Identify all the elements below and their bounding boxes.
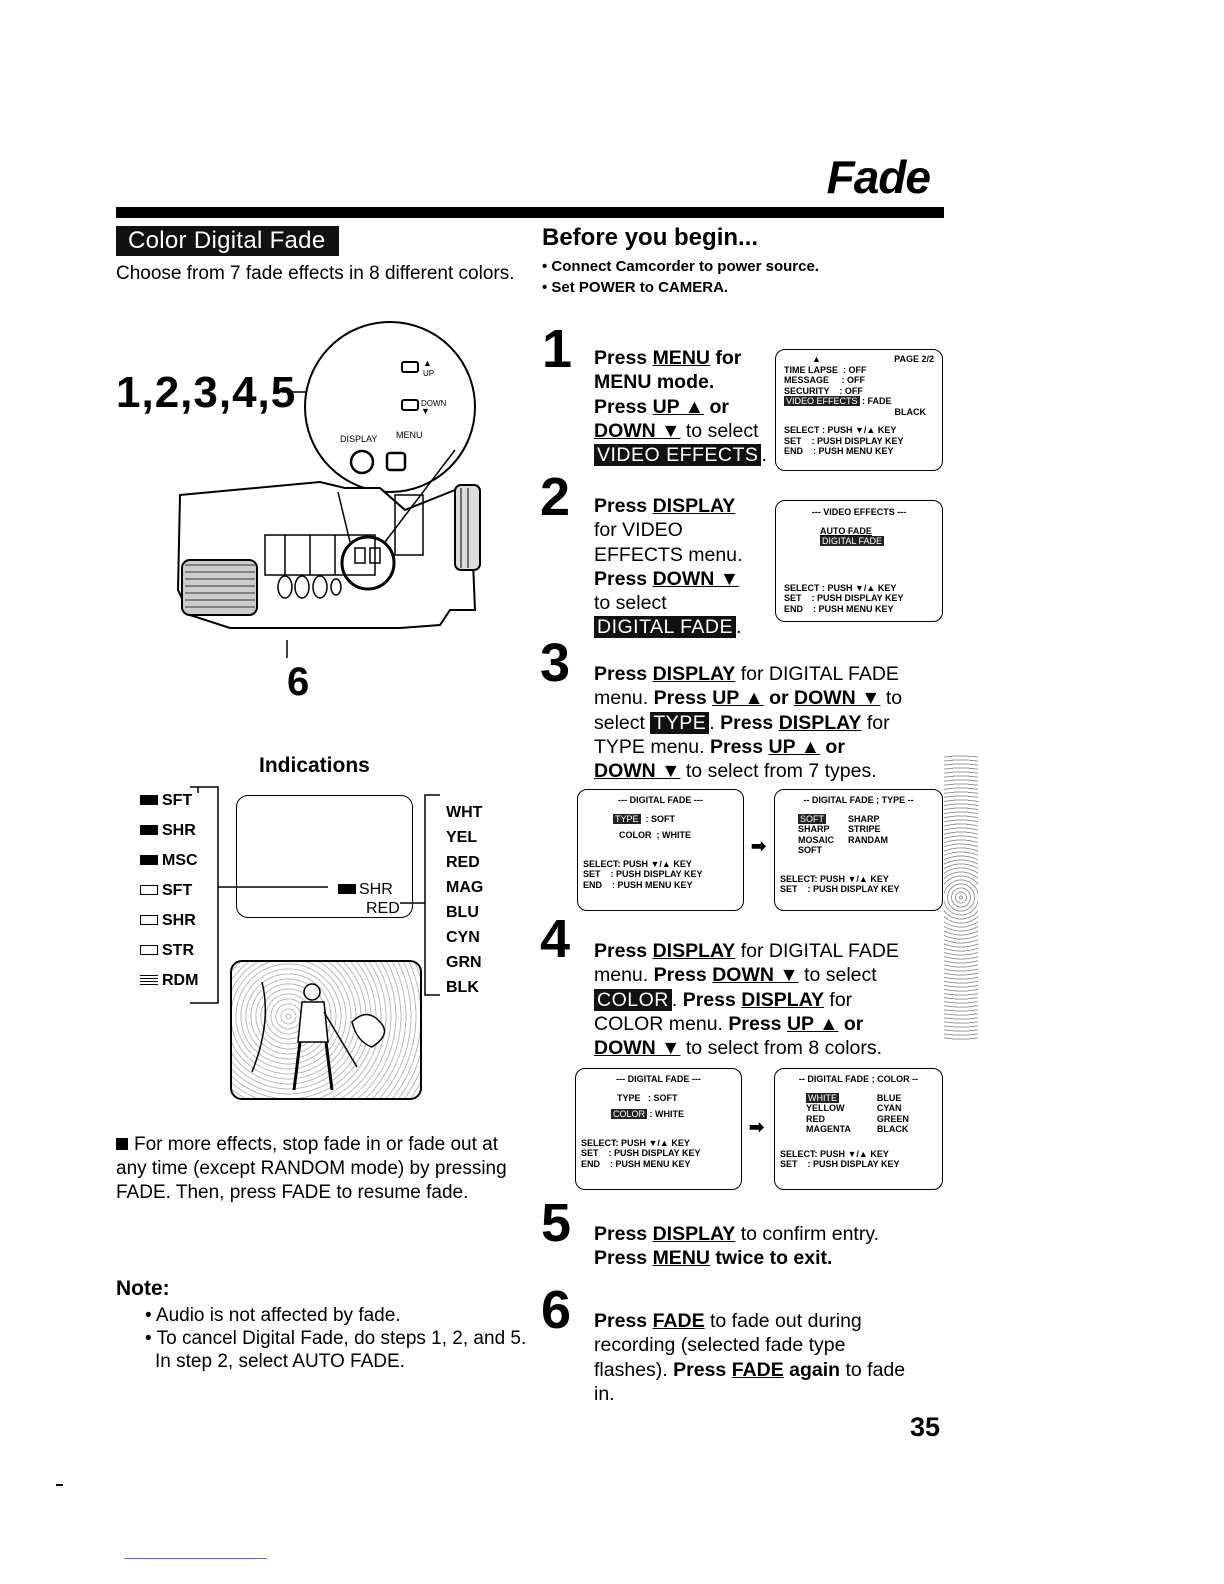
step-1-text: Press MENU for MENU mode. Press UP ▲ or … — [594, 347, 767, 467]
color-list: WHT YEL RED MAG BLU CYN GRN BLK — [446, 800, 483, 1000]
step-4-text: Press DISPLAY for DIGITAL FADE menu. Pre… — [594, 940, 899, 1060]
display-button-icon — [349, 449, 375, 475]
menu-screen-4a: --- DIGITAL FADE --- TYPE : SOFT COLOR :… — [575, 1068, 742, 1190]
color-item: GRN — [446, 954, 482, 971]
color-item: WHT — [446, 804, 483, 821]
type-list: SFT SHR MSC SFT SHR STR RDM — [140, 788, 198, 993]
up-button-icon — [401, 361, 419, 373]
svg-text:▲: ▲ — [423, 358, 432, 368]
step-3-text: Press DISPLAY for DIGITAL FADE menu. Pre… — [594, 663, 903, 783]
down-button-icon — [401, 399, 419, 411]
color-item: BLU — [446, 904, 479, 921]
step-number: 1 — [542, 319, 573, 379]
step-number: 2 — [540, 467, 571, 527]
tv-readout: SHR RED — [338, 880, 400, 918]
type-item: MSC — [140, 848, 198, 873]
color-item: YEL — [446, 829, 478, 846]
color-item: MAG — [446, 879, 484, 896]
note-item: • To cancel Digital Fade, do steps 1, 2,… — [145, 1328, 527, 1372]
type-item: SHR — [140, 818, 198, 843]
intro-text: Choose from 7 fade effects in 8 differen… — [116, 263, 515, 284]
svg-text:▼: ▼ — [421, 406, 430, 416]
step-number: 5 — [541, 1193, 572, 1253]
callout-steps: 1,2,3,4,5 — [116, 368, 297, 417]
type-item: SFT — [140, 878, 198, 903]
note-item: • Audio is not affected by fade. — [145, 1305, 401, 1326]
type-item: STR — [140, 938, 198, 963]
step-number: 6 — [541, 1280, 572, 1340]
before-you-begin-heading: Before you begin... — [542, 224, 759, 251]
step-6-text: Press FADE to fade out during recording … — [594, 1310, 906, 1405]
svg-text:UP: UP — [423, 369, 434, 378]
step-5-text: Press DISPLAY to confirm entry. Press ME… — [594, 1223, 880, 1270]
svg-text:MENU: MENU — [396, 430, 423, 440]
color-item: CYN — [446, 929, 480, 946]
type-item: SHR — [140, 908, 198, 933]
page-title: Fade — [826, 151, 931, 203]
menu-screen-3a: --- DIGITAL FADE --- TYPE : SOFT COLOR ;… — [577, 789, 744, 911]
golfer-picture — [230, 960, 422, 1100]
notes-list: • Audio is not affected by fade. • To ca… — [145, 1304, 535, 1373]
indications-title: Indications — [259, 754, 370, 777]
color-item: RED — [446, 854, 480, 871]
menu-button-icon — [385, 451, 407, 472]
type-item: RDM — [140, 968, 198, 993]
more-effects-note: For more effects, stop fade in or fade o… — [116, 1134, 507, 1203]
scan-artifact — [944, 755, 978, 1040]
before-item: • Connect Camcorder to power source. — [542, 258, 819, 275]
header-rule — [116, 207, 944, 218]
page-number: 35 — [910, 1412, 941, 1442]
svg-text:DISPLAY: DISPLAY — [340, 434, 377, 444]
arrow-icon: ➡ — [749, 1117, 765, 1137]
step-number: 4 — [540, 909, 571, 969]
camcorder-illustration: ▲ UP DOWN ▼ DISPLAY MENU — [176, 321, 481, 658]
svg-text:DOWN: DOWN — [421, 399, 447, 408]
type-item: SFT — [140, 788, 198, 813]
section-heading: Color Digital Fade — [116, 226, 340, 256]
menu-screen-4b: -- DIGITAL FADE ; COLOR -- WHITE YELLOW … — [774, 1068, 943, 1190]
color-item: BLK — [446, 979, 479, 996]
before-list: • Connect Camcorder to power source. • S… — [542, 256, 819, 298]
note-heading: Note: — [116, 1277, 170, 1300]
menu-screen-3b: -- DIGITAL FADE ; TYPE -- SOFT SHARP MOS… — [774, 789, 943, 911]
before-item: • Set POWER to CAMERA. — [542, 279, 729, 296]
arrow-icon: ➡ — [751, 836, 767, 856]
margin-mark — [56, 1484, 63, 1486]
callout-six: 6 — [287, 660, 310, 704]
step-number: 3 — [540, 633, 571, 693]
menu-screen-2: --- VIDEO EFFECTS --- AUTO FADE DIGITAL … — [775, 500, 943, 622]
menu-screen-1: ▲PAGE 2/2 TIME LAPSE : OFF MESSAGE : OFF… — [775, 349, 943, 471]
footer-line — [124, 1558, 267, 1559]
indication-screen — [236, 795, 413, 918]
